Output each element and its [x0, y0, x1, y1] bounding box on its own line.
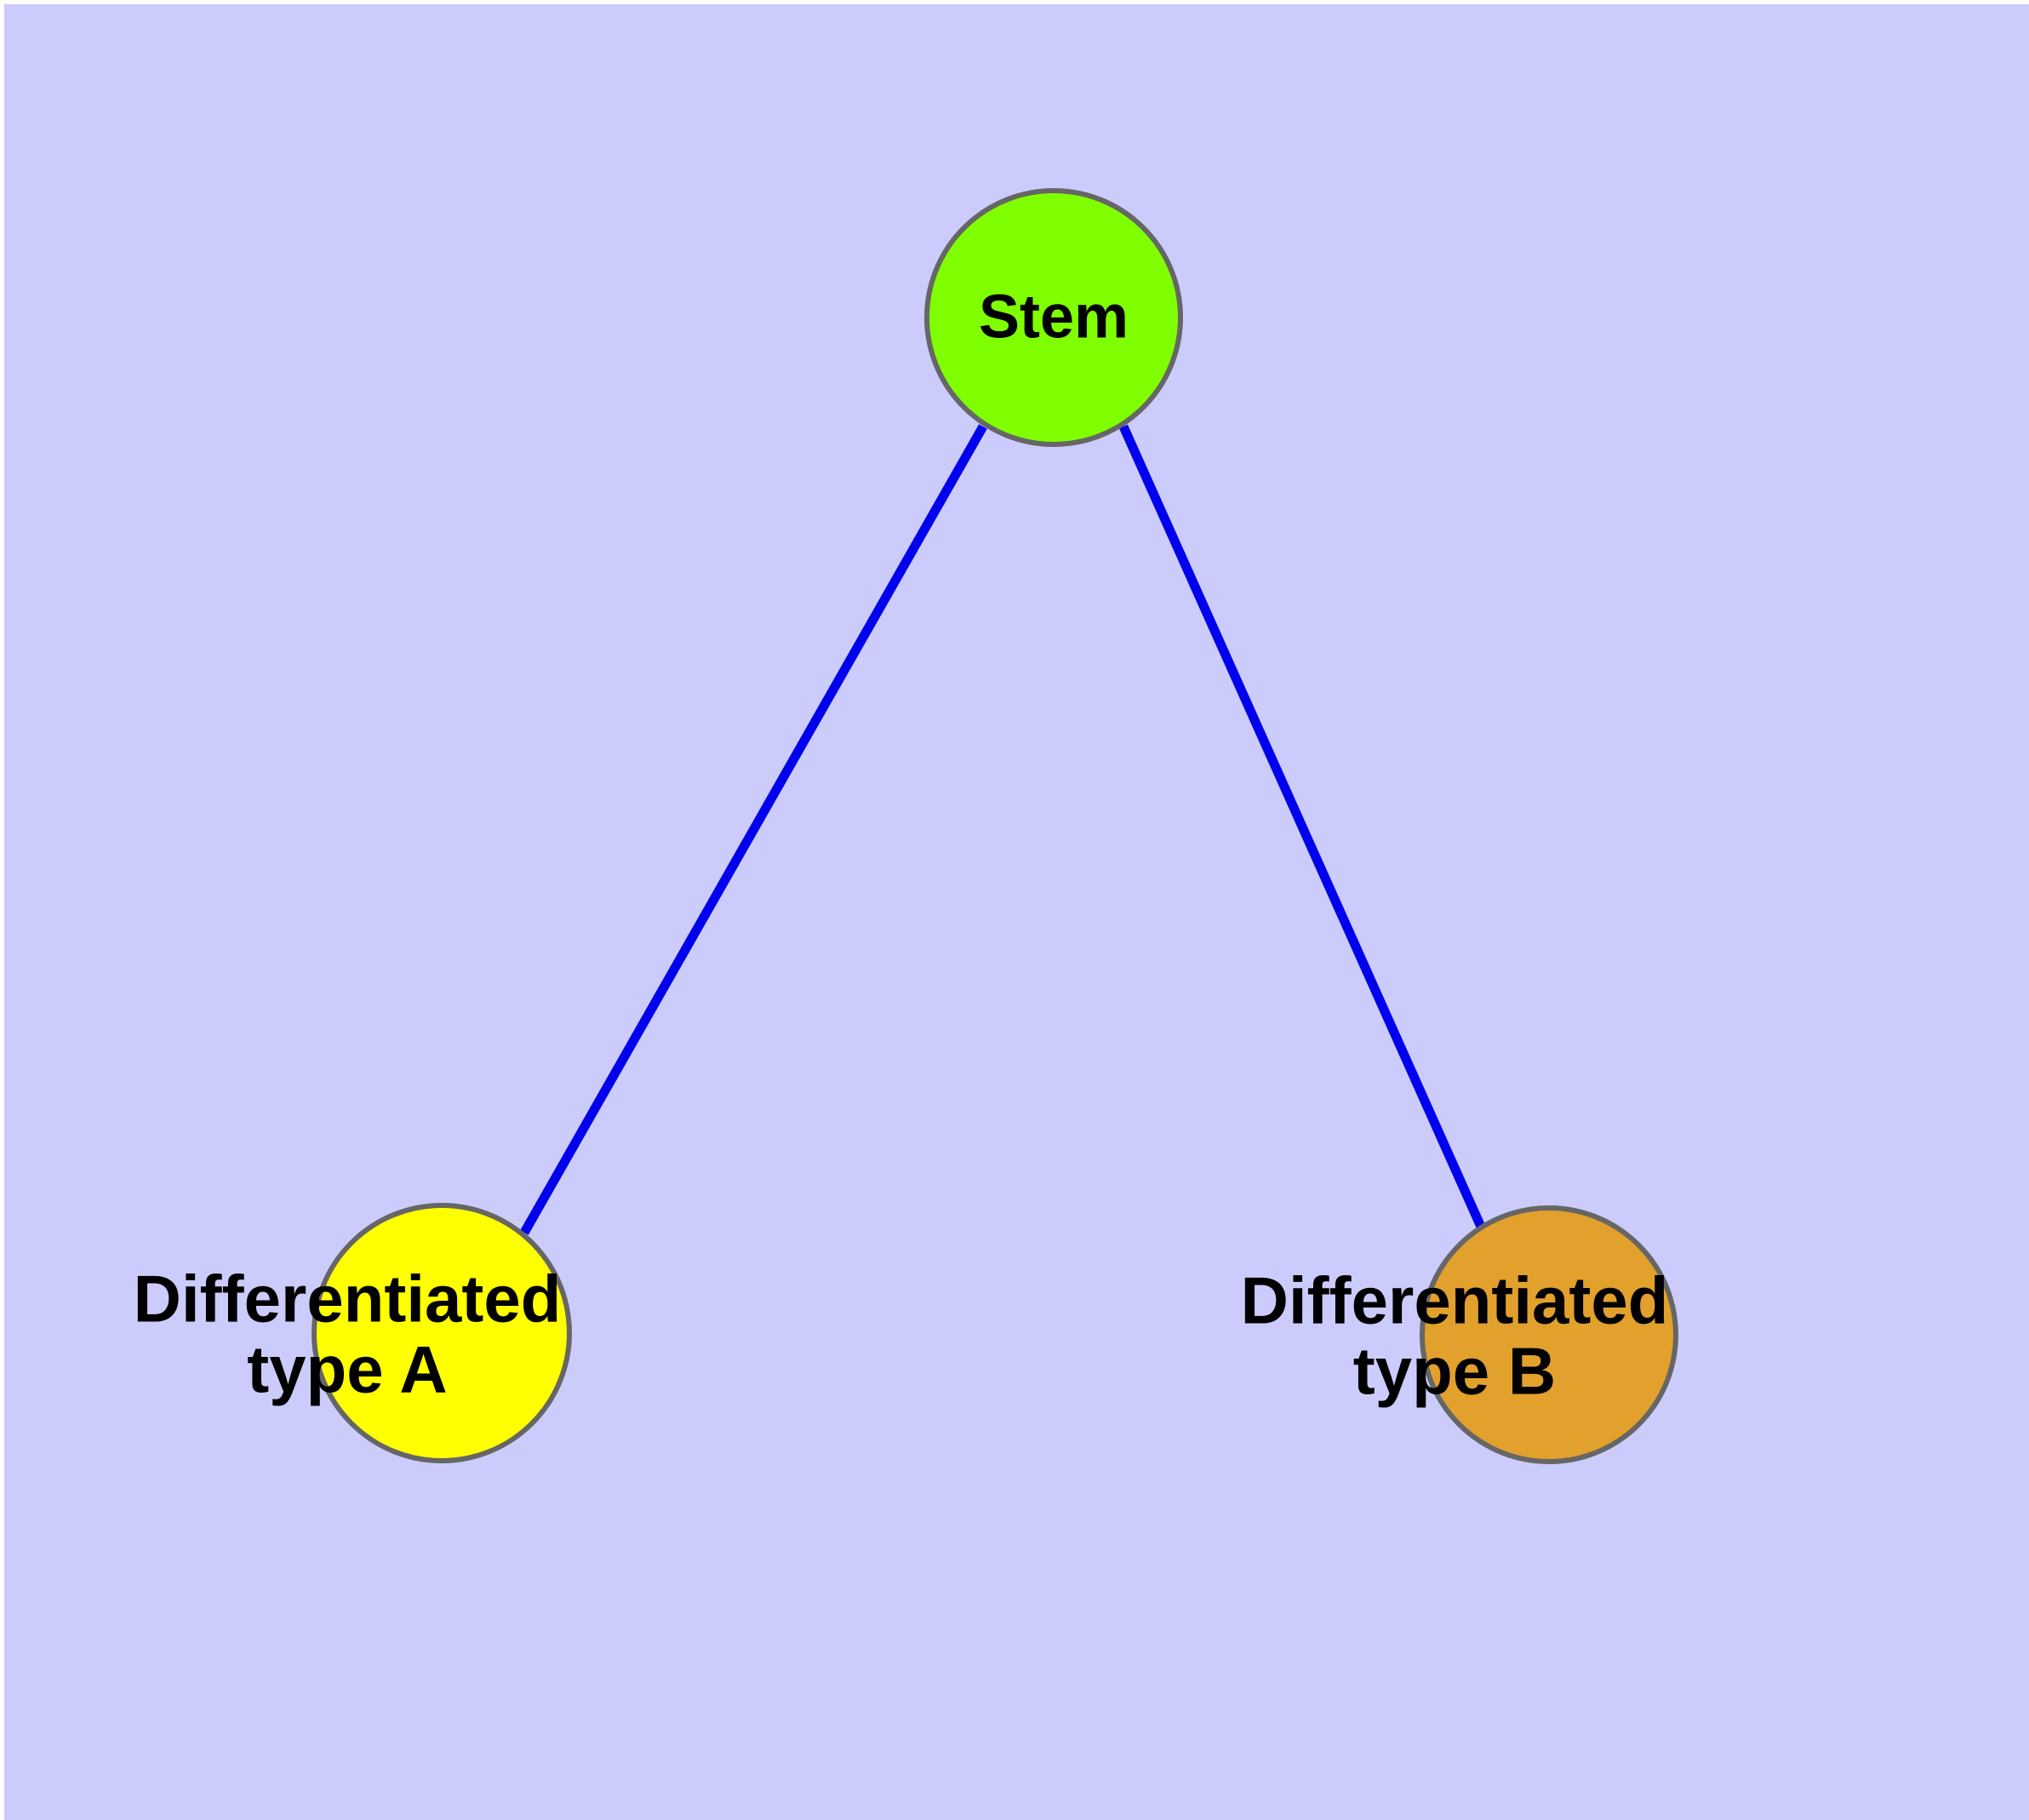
edges-layer — [520, 424, 1486, 1235]
graph-node-diff_b[interactable] — [1420, 1205, 1678, 1464]
graph-edge-stem-to-diff_b — [1118, 424, 1486, 1229]
graph-node-stem[interactable] — [924, 188, 1183, 447]
nodes-layer — [311, 188, 1678, 1464]
graph-node-diff_a[interactable] — [311, 1203, 572, 1463]
graph-edge-stem-to-diff_a — [520, 424, 987, 1235]
